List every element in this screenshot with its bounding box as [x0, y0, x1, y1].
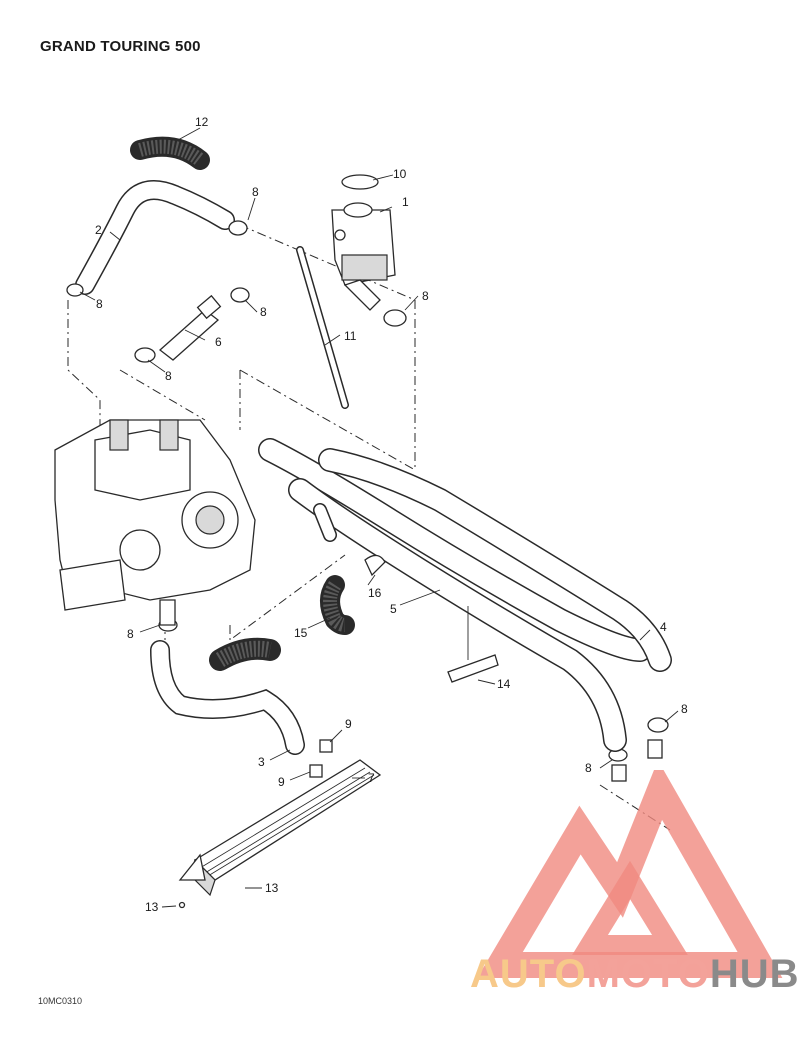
- callout-numbers: 12 10 1 8 2 8 8 8 6 11 8 16 5 4 8 15 14 …: [95, 115, 688, 914]
- callout-9b: 9: [278, 775, 285, 789]
- callout-8b: 8: [96, 297, 103, 311]
- callout-16: 16: [368, 586, 382, 600]
- callout-9a: 9: [345, 717, 352, 731]
- callout-8h: 8: [585, 761, 592, 775]
- part-15-corrugated-hose: [209, 575, 355, 671]
- callout-1: 1: [402, 195, 409, 209]
- callout-8c: 8: [422, 289, 429, 303]
- leader-lines: [79, 127, 679, 908]
- part-11-overflow-tube: [296, 246, 349, 409]
- callout-8a: 8: [252, 185, 259, 199]
- watermark-hub: HUB: [709, 952, 800, 996]
- engine-block: [54, 419, 256, 626]
- part-16-clip: [364, 554, 386, 577]
- watermark-logo-icon: [477, 770, 783, 978]
- part-10-gasket: [341, 174, 379, 190]
- figure-code: 10MC0310: [38, 996, 83, 1006]
- callout-4: 4: [660, 620, 667, 634]
- callout-7: 7: [368, 771, 375, 785]
- callout-13a: 13: [265, 881, 279, 895]
- callout-2: 2: [95, 223, 102, 237]
- callout-3: 3: [258, 755, 265, 769]
- part-14-pad: [447, 654, 499, 683]
- part-12-corrugated-hose: [130, 136, 210, 170]
- part-5-coolant-pipes: [258, 438, 672, 752]
- callout-8g: 8: [681, 702, 688, 716]
- callout-6: 6: [215, 335, 222, 349]
- part-9-fittings: [309, 739, 333, 778]
- page-title: GRAND TOURING 500: [40, 38, 201, 55]
- watermark-auto: AUTO: [470, 952, 587, 996]
- watermark-text: AUTOMOTOHUB: [470, 952, 800, 997]
- callout-10: 10: [393, 167, 407, 181]
- callout-8f: 8: [127, 627, 134, 641]
- callout-11: 11: [344, 329, 357, 343]
- callout-14: 14: [497, 677, 511, 691]
- callout-13b: 13: [145, 900, 159, 914]
- callout-12: 12: [195, 115, 209, 129]
- callout-8e: 8: [165, 369, 172, 383]
- part-6-fitting: [158, 294, 222, 361]
- part-1-coolant-reservoir: [331, 202, 396, 311]
- callout-8d: 8: [260, 305, 267, 319]
- part-3-lower-hose: [150, 640, 305, 755]
- callout-5: 5: [390, 602, 397, 616]
- callout-15: 15: [294, 626, 308, 640]
- watermark-moto: MOTO: [586, 952, 710, 996]
- heat-exchanger-fittings: [611, 739, 663, 782]
- part-2-upper-hose: [75, 180, 235, 295]
- part-13-rivet: [178, 901, 186, 909]
- part-7-heat-exchanger: [178, 759, 382, 897]
